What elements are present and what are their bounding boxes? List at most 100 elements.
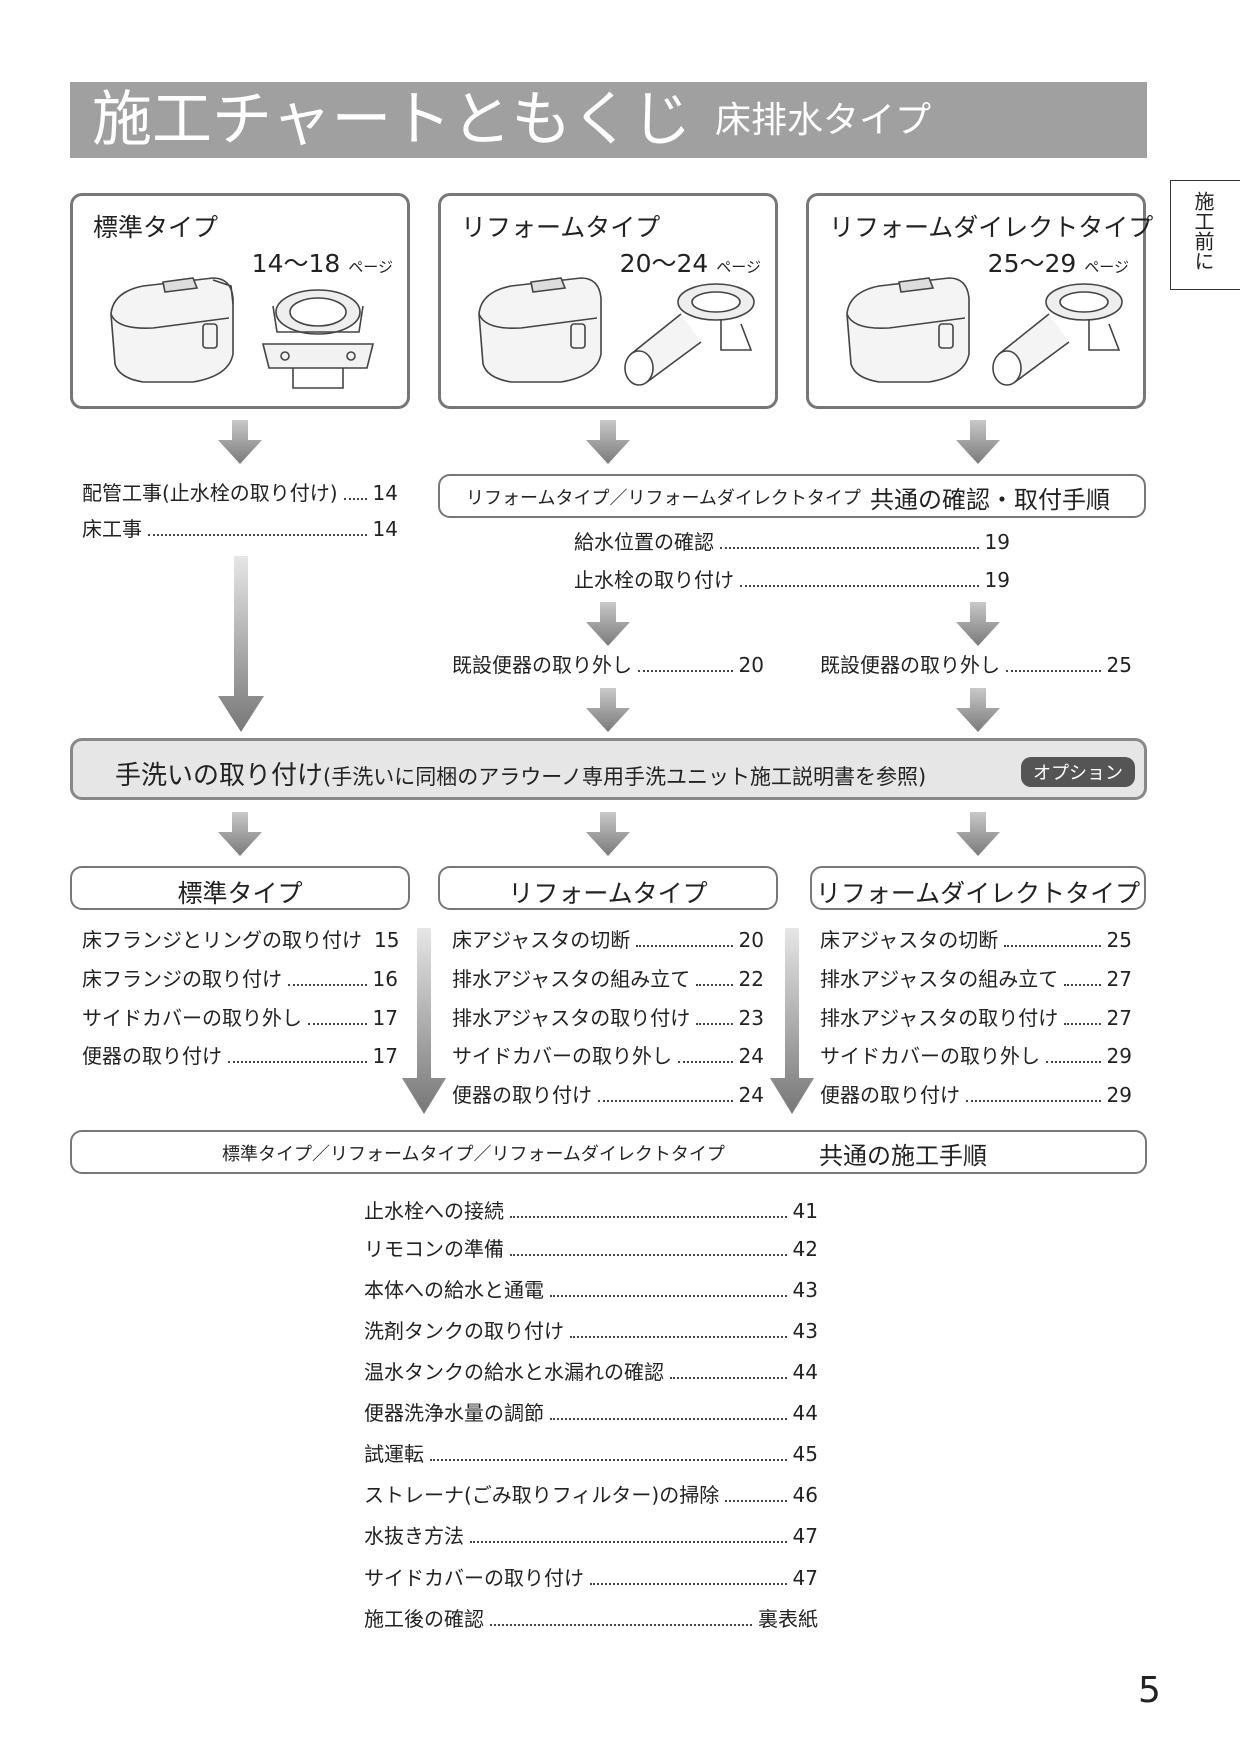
- type-label-text: リフォームタイプ: [508, 879, 708, 908]
- toc-label: 便器の取り付け: [82, 1044, 222, 1068]
- toc-item: サイドカバーの取り外し 17: [82, 1005, 398, 1031]
- toc-page: 20: [738, 928, 764, 952]
- toc-label: 便器の取り付け: [452, 1083, 592, 1107]
- dot-leader: [308, 1023, 367, 1025]
- toc-label: 排水アジャスタの組み立て: [452, 967, 691, 991]
- toc-page: 27: [1106, 967, 1132, 991]
- toc-item: 排水アジャスタの取り付け 23: [452, 1005, 764, 1031]
- dot-leader: [1004, 945, 1101, 947]
- long-down-arrow-icon: [218, 556, 264, 732]
- page-title: 施工チャートともくじ: [92, 85, 692, 155]
- dot-leader: [470, 1541, 787, 1543]
- toc-label: 床アジャスタの切断: [452, 928, 631, 952]
- side-tab: 施工前に: [1170, 180, 1240, 290]
- toilet-with-flange-illustration: [110, 277, 375, 389]
- toc-page: 20: [738, 653, 764, 677]
- toc-label: 床フランジの取り付け: [82, 967, 282, 991]
- common-all-bar: 標準タイプ／リフォームタイプ／リフォームダイレクトタイプ 共通の施工手順: [70, 1130, 1147, 1174]
- page-range: 14〜18: [251, 249, 341, 278]
- page-unit: ページ: [1084, 258, 1129, 276]
- toc-item: 便器の取り付け 17: [82, 1043, 398, 1069]
- dot-leader: [696, 1023, 733, 1025]
- toc-label: 便器の取り付け: [820, 1083, 960, 1107]
- toc-page: 42: [792, 1237, 818, 1261]
- toc-page: 17: [372, 1044, 398, 1068]
- down-arrow-icon: [218, 420, 262, 464]
- page-subtitle: 床排水タイプ: [715, 100, 932, 141]
- dot-leader: [966, 1100, 1101, 1102]
- page-header: 施工チャートともくじ 床排水タイプ: [70, 82, 1147, 158]
- down-arrow-icon: [956, 688, 1000, 732]
- toc-page: 25: [1106, 653, 1132, 677]
- type-card-title: リフォームタイプ: [461, 213, 661, 242]
- toc-page: 27: [1106, 1006, 1132, 1030]
- toc-label: サイドカバーの取り外し: [82, 1006, 302, 1030]
- dot-leader: [720, 547, 979, 549]
- toc-label: 床フランジとリングの取り付け: [82, 928, 362, 952]
- toc-page: 19: [984, 530, 1010, 554]
- toc-label: 排水アジャスタの取り付け: [452, 1006, 691, 1030]
- toc-page: 29: [1106, 1044, 1132, 1068]
- toc-item: 給水位置の確認 19: [574, 529, 1010, 555]
- toc-page: 24: [738, 1083, 764, 1107]
- toc-page: 17: [372, 1006, 398, 1030]
- toc-label: 給水位置の確認: [574, 530, 714, 554]
- dot-leader: [598, 1100, 733, 1102]
- dot-leader: [510, 1216, 787, 1218]
- dot-leader: [1064, 1023, 1101, 1025]
- toc-label: 便器洗浄水量の調節: [364, 1401, 544, 1425]
- toilet-with-direct-adjuster-illustration: [846, 277, 1123, 386]
- handwash-note: (手洗いに同梱のアラウーノ専用手洗ユニット施工説明書を参照): [323, 765, 927, 789]
- toc-label: 既設便器の取り外し: [820, 653, 1000, 677]
- toc-page: 14: [372, 481, 398, 505]
- toc-label: 配管工事(止水栓の取り付け): [82, 481, 338, 505]
- toc-label: リモコンの準備: [364, 1237, 504, 1261]
- dot-leader: [678, 1061, 733, 1063]
- toc-page: 23: [738, 1006, 764, 1030]
- dot-leader: [550, 1295, 787, 1297]
- down-arrow-icon: [956, 602, 1000, 646]
- type-card-title: 標準タイプ: [93, 213, 219, 242]
- toc-page: 25: [1106, 928, 1132, 952]
- toc-item: リモコンの準備 42: [364, 1236, 818, 1262]
- toc-page: 29: [1106, 1083, 1132, 1107]
- down-arrow-icon: [586, 420, 630, 464]
- section-title: 共通の確認・取付手順: [870, 486, 1110, 514]
- dot-leader: [638, 670, 733, 672]
- type-card-title: リフォームダイレクトタイプ: [829, 213, 1154, 242]
- toc-label: サイドカバーの取り付け: [364, 1566, 584, 1590]
- toc-page: 44: [792, 1360, 818, 1384]
- toc-page: 45: [792, 1442, 818, 1466]
- type-label-reform: リフォームタイプ: [438, 866, 778, 910]
- reform-common-bar: リフォームタイプ／リフォームダイレクトタイプ 共通の確認・取付手順: [438, 474, 1146, 518]
- dot-leader: [490, 1624, 752, 1626]
- dot-leader: [725, 1500, 787, 1502]
- toc-label: 床工事: [82, 517, 142, 541]
- type-label-reform-direct: リフォームダイレクトタイプ: [810, 866, 1146, 910]
- down-arrow-icon: [956, 812, 1000, 856]
- dot-leader: [228, 1061, 367, 1063]
- page-unit: ページ: [348, 258, 393, 276]
- down-arrow-icon: [586, 688, 630, 732]
- page-number: 5: [1138, 1670, 1161, 1711]
- toc-page: 47: [792, 1566, 818, 1590]
- toc-label: 排水アジャスタの取り付け: [820, 1006, 1059, 1030]
- toc-item: サイドカバーの取り付け 47: [364, 1565, 818, 1591]
- toc-label: 本体への給水と通電: [364, 1278, 544, 1302]
- handwash-bar: 手洗いの取り付け(手洗いに同梱のアラウーノ専用手洗ユニット施工説明書を参照) オ…: [70, 738, 1147, 800]
- toc-page: 19: [984, 568, 1010, 592]
- toc-item: 施工後の確認裏表紙: [364, 1606, 818, 1632]
- type-label-text: リフォームダイレクトタイプ: [815, 879, 1141, 908]
